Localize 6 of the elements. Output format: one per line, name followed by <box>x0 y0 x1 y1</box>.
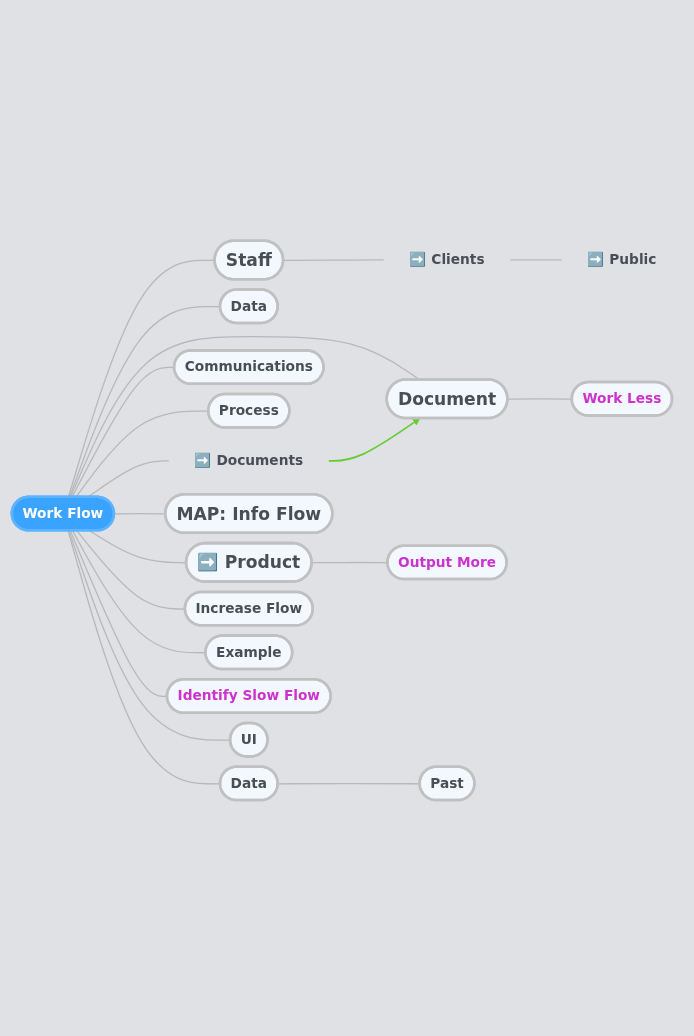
node-text: ➡ Documents <box>194 451 304 469</box>
connector <box>76 529 186 610</box>
node-text: ➡ Public <box>587 250 657 268</box>
node-text: ➡ Clients <box>409 250 485 268</box>
connector <box>509 258 563 261</box>
arrow <box>328 417 421 462</box>
